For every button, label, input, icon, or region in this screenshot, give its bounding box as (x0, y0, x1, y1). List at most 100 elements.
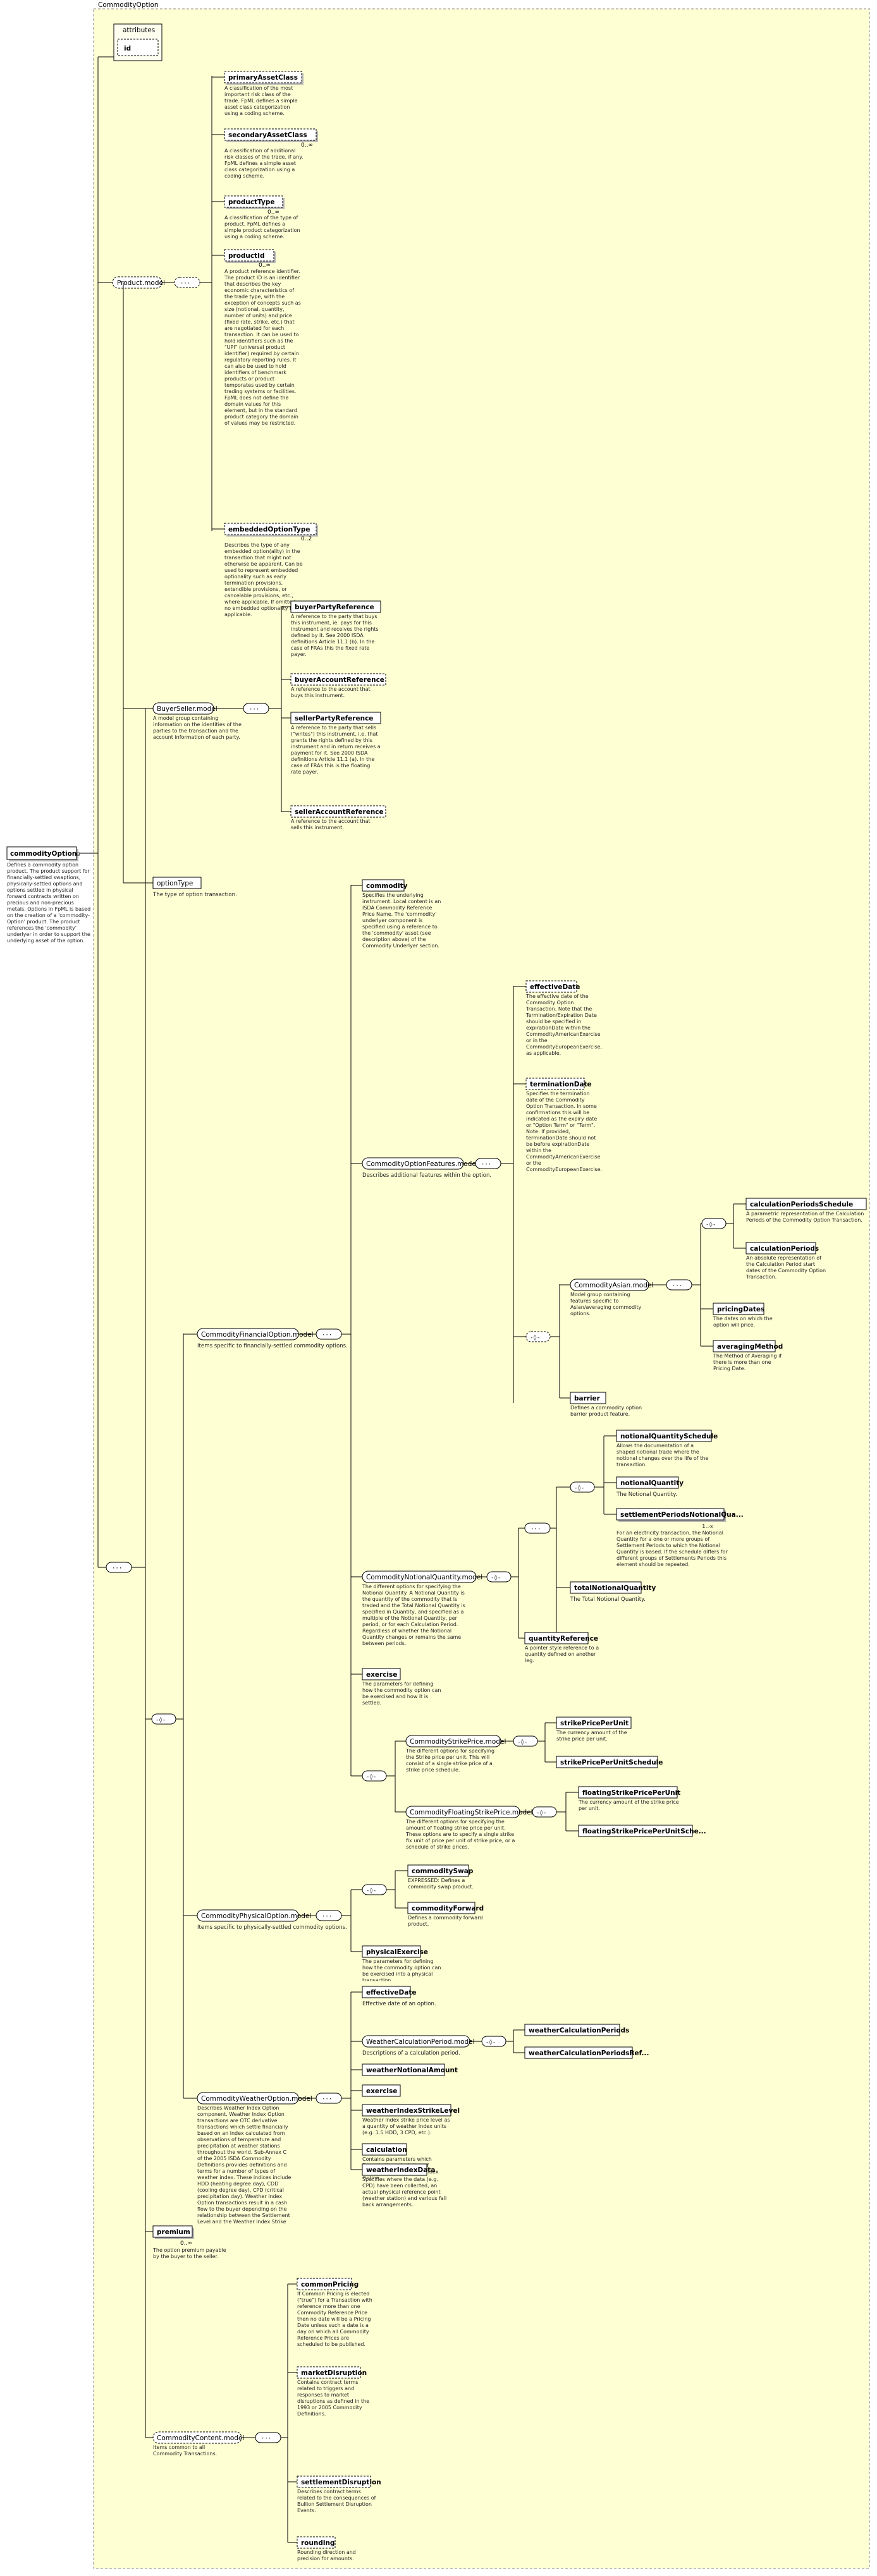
svg-text:···: ··· (261, 2436, 271, 2442)
root-node[interactable]: commodityOption ⊟ (6, 846, 80, 861)
product-item-card: 0..∞ (301, 142, 313, 149)
svg-text:-◊-: -◊- (491, 1574, 501, 1581)
svg-text:effectiveDate: effectiveDate (366, 1989, 417, 1996)
svg-text:-◊-: -◊- (156, 1716, 166, 1723)
product-item-node[interactable]: embeddedOptionType (224, 523, 318, 537)
floating-strike-model-node[interactable]: CommodityFloatingStrikePrice.model (405, 1806, 533, 1818)
strike-price-schedule-node[interactable]: strikePricePerUnitSchedule (556, 1756, 663, 1768)
premium-node[interactable]: premium (152, 2225, 194, 2239)
floating-choice-icon: -◊- (532, 1806, 557, 1818)
averaging-method-node[interactable]: averagingMethod (713, 1340, 783, 1352)
weather-notional-amount-node[interactable]: weatherNotionalAmount (362, 2063, 458, 2076)
features-choice-icon: -◊- (525, 1331, 551, 1342)
svg-text:strikePricePerUnit: strikePricePerUnit (560, 1720, 629, 1727)
commodity-forward-node[interactable]: commodityForward (407, 1902, 484, 1914)
buyer-seller-model-node[interactable]: BuyerSeller.model (152, 702, 218, 715)
notional-quantity-node[interactable]: notionalQuantity (616, 1476, 684, 1489)
svg-text:effectiveDate: effectiveDate (530, 983, 580, 991)
commodity-doc: Specifies the underlying instrument. Loc… (362, 892, 441, 949)
main-choice-icon: -◊- (151, 1713, 176, 1725)
market-disruption-node[interactable]: marketDisruption (297, 2366, 367, 2379)
option-type-node[interactable]: optionType (152, 877, 202, 889)
svg-text:calculationPeriods: calculationPeriods (750, 1245, 819, 1253)
asian-model-node[interactable]: CommodityAsian.model (570, 1279, 653, 1291)
commodity-swap-node[interactable]: commoditySwap (407, 1864, 474, 1877)
svg-text:CommodityWeatherOption.model: CommodityWeatherOption.model (201, 2095, 312, 2103)
weather-calc-period-model-node[interactable]: WeatherCalculationPeriod.model (362, 2035, 475, 2048)
buyer-seller-item-doc: A reference to the party that sells ("wr… (291, 725, 381, 775)
weather-calculation-node[interactable]: calculation (362, 2143, 407, 2156)
physical-exercise-node[interactable]: physicalExercise (362, 1945, 428, 1958)
product-item-node[interactable]: productId (224, 249, 276, 263)
weather-strike-level-node[interactable]: weatherIndexStrikeLevel (362, 2104, 460, 2117)
product-item-label: secondaryAssetClass (228, 131, 307, 139)
option-type-label: optionType (157, 880, 193, 887)
settlement-periods-notional-node[interactable]: settlementPeriodsNotionalQua... (616, 1508, 744, 1522)
settlement-disruption-node[interactable]: settlementDisruption (297, 2476, 381, 2488)
svg-text:weatherCalculationPeriods: weatherCalculationPeriods (529, 2027, 629, 2034)
buyer-seller-item-node[interactable]: sellerPartyReference (290, 712, 381, 724)
svg-text:floatingStrikePricePerUnitSche: floatingStrikePricePerUnitSche... (582, 1828, 706, 1835)
physical-choice-icon: -◊- (362, 1884, 387, 1895)
weather-calc-periods-ref-node[interactable]: weatherCalculationPeriodsRef... (524, 2046, 649, 2059)
buyer-seller-item-node[interactable]: buyerAccountReference (290, 673, 386, 686)
option-features-model-node[interactable]: CommodityOptionFeatures.model (362, 1157, 478, 1170)
calc-periods-schedule-doc: A parametric representation of the Calcu… (746, 1211, 864, 1223)
product-item-doc: A classification of the type of product.… (224, 215, 300, 240)
buyer-seller-item-label: sellerAccountReference (295, 808, 384, 816)
product-model-label: Product.model (117, 279, 165, 287)
rounding-node[interactable]: rounding (297, 2536, 336, 2549)
financial-option-model-node[interactable]: CommodityFinancialOption.model (197, 1328, 314, 1340)
strike-price-per-unit-node[interactable]: strikePricePerUnit (556, 1716, 632, 1729)
product-item-node[interactable]: primaryAssetClass (224, 71, 304, 85)
physical-option-model-node[interactable]: CommodityPhysicalOption.model (197, 1909, 311, 1922)
svg-text:CommodityNotionalQuantity.mode: CommodityNotionalQuantity.model (366, 1574, 482, 1581)
svg-text:···: ··· (672, 1283, 682, 1289)
calc-periods-schedule-node[interactable]: calculationPeriodsSchedule (745, 1198, 867, 1210)
svg-text:calculation: calculation (366, 2146, 407, 2154)
weather-option-model-node[interactable]: CommodityWeatherOption.model (197, 2092, 312, 2105)
pricing-dates-node[interactable]: pricingDates (713, 1303, 764, 1315)
rounding-doc: Rounding direction and precision for amo… (297, 2549, 356, 2561)
floating-schedule-node[interactable]: floatingStrikePricePerUnitSche... (578, 1825, 706, 1837)
weather-effective-date-node[interactable]: effectiveDate (362, 1986, 417, 1998)
product-item-doc: Describes the type of any embedded optio… (224, 542, 303, 617)
product-item-card: 0..2 (301, 536, 312, 542)
strike-price-model-node[interactable]: CommodityStrikePrice.model (405, 1735, 506, 1747)
quantity-reference-node[interactable]: quantityReference (524, 1632, 598, 1644)
weather-index-data-node[interactable]: weatherIndexData (362, 2163, 435, 2176)
product-item-node[interactable]: productType (224, 195, 285, 209)
svg-text:CommodityFloatingStrikePrice.m: CommodityFloatingStrikePrice.model (410, 1809, 533, 1816)
svg-text:calculationPeriodsSchedule: calculationPeriodsSchedule (750, 1201, 853, 1208)
content-model-doc: Items common to all Commodity Transactio… (153, 2445, 217, 2457)
weather-exercise-node[interactable]: exercise (362, 2084, 401, 2097)
svg-text:···: ··· (481, 1162, 491, 1168)
svg-text:···: ··· (180, 281, 190, 287)
product-model-node[interactable]: Product.model (112, 276, 165, 289)
barrier-node[interactable]: barrier (570, 1392, 606, 1404)
notional-quantity-model-node[interactable]: CommodityNotionalQuantity.model (362, 1571, 482, 1583)
buyer-seller-item-node[interactable]: buyerPartyReference (290, 600, 381, 613)
svg-text:-◊-: -◊- (517, 1739, 527, 1746)
option-features-doc: Describes additional features within the… (362, 1172, 491, 1179)
svg-text:weatherNotionalAmount: weatherNotionalAmount (366, 2067, 458, 2074)
weather-calc-periods-node[interactable]: weatherCalculationPeriods (524, 2024, 629, 2036)
option-features-label: CommodityOptionFeatures.model (366, 1160, 478, 1168)
features-effective-date-node[interactable]: effectiveDate (525, 980, 580, 993)
product-item-node[interactable]: secondaryAssetClass (224, 128, 318, 142)
quantity-reference-doc: A pointer style reference to a quantity … (525, 1645, 599, 1663)
total-notional-quantity-node[interactable]: totalNotionalQuantity (570, 1581, 656, 1594)
notional-quantity-schedule-node[interactable]: notionalQuantitySchedule (616, 1430, 718, 1442)
termination-date-node[interactable]: terminationDate (525, 1078, 592, 1090)
floating-per-unit-node[interactable]: floatingStrikePricePerUnit (578, 1786, 680, 1799)
commodity-node[interactable]: commodity (362, 879, 408, 892)
common-pricing-node[interactable]: commonPricing (297, 2278, 359, 2290)
svg-text:···: ··· (249, 707, 259, 713)
attributes-box: attributes id (113, 23, 163, 61)
content-model-node[interactable]: CommodityContent.model (152, 2431, 244, 2444)
buyer-seller-item-node[interactable]: sellerAccountReference (290, 805, 386, 818)
product-item-label: productId (228, 252, 265, 260)
calc-periods-node[interactable]: calculationPeriods (745, 1242, 819, 1255)
financial-exercise-node[interactable]: exercise (362, 1668, 401, 1680)
